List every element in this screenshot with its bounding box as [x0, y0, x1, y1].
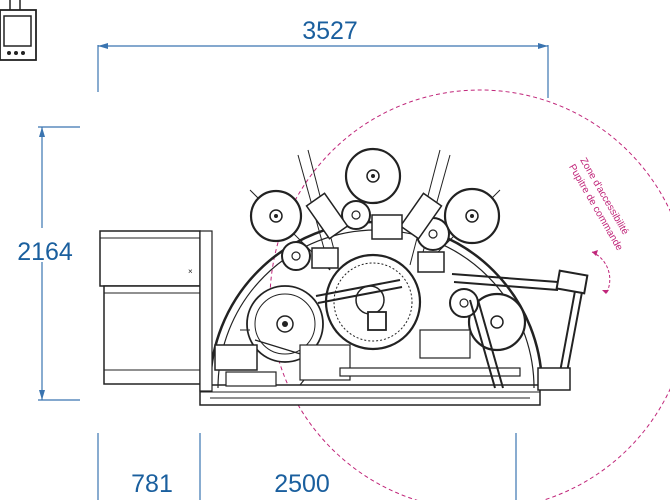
bobbin — [249, 189, 303, 243]
bottom-left-dimension-label: 781 — [131, 470, 173, 498]
bobbin — [443, 187, 501, 245]
rotation-arrow-icon — [591, 250, 611, 295]
accessibility-zone-label: Zone d'accessibilité Pupitre de commande — [566, 156, 630, 253]
svg-text:×: × — [188, 267, 193, 276]
bobbin — [344, 147, 402, 205]
bobbin — [449, 288, 479, 318]
width-dimension-label: 3527 — [302, 17, 358, 45]
bottom-dimensions: 781 2500 — [97, 433, 517, 500]
height-dimension: 2164 — [2, 126, 80, 401]
height-dimension-label: 2164 — [17, 238, 73, 266]
control-panel-arm — [451, 269, 589, 391]
control-panel-icon — [0, 0, 37, 61]
machine-drawing: × — [99, 147, 589, 406]
bobbin — [341, 200, 371, 230]
central-rotor — [315, 253, 422, 351]
bobbin — [467, 292, 527, 352]
bobbin — [281, 241, 311, 271]
bottom-right-dimension-label: 2500 — [274, 470, 330, 498]
width-dimension: 3527 — [97, 17, 549, 98]
